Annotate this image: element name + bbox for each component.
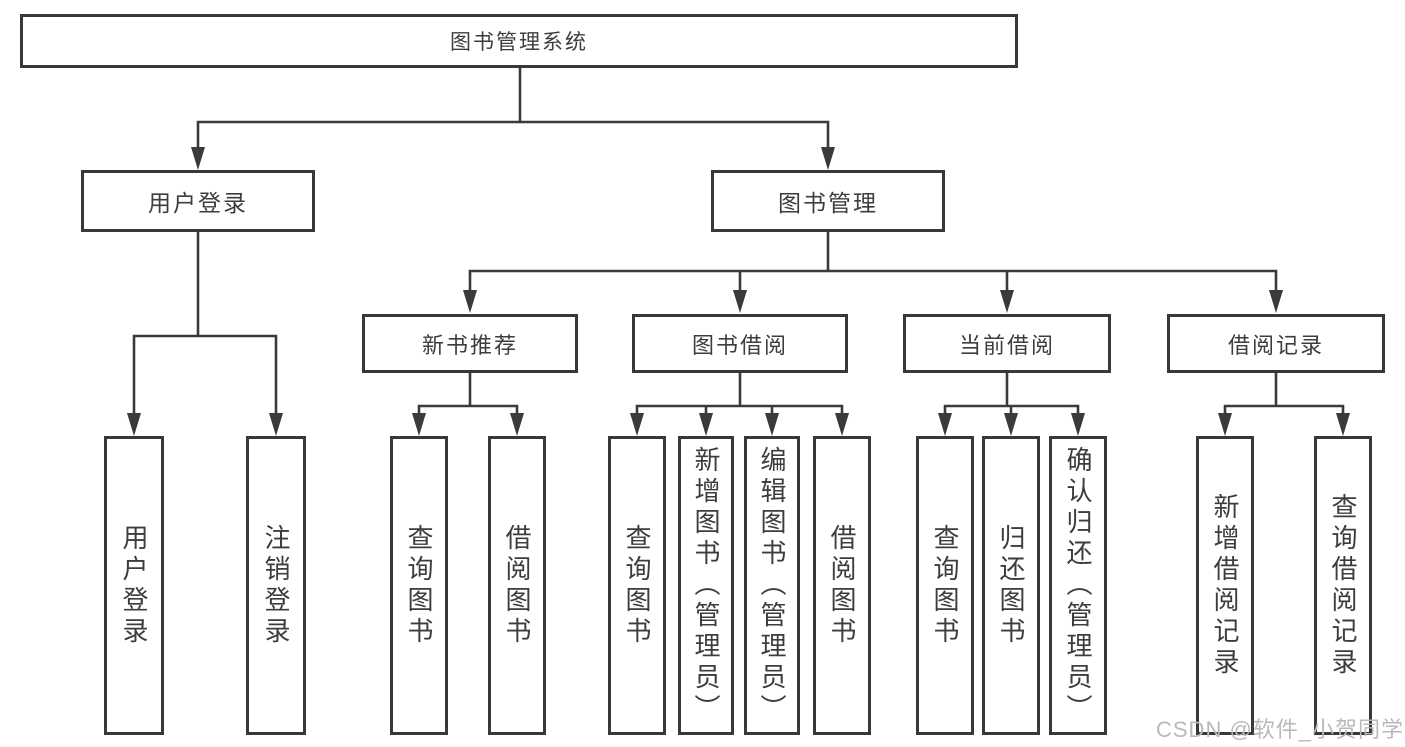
connector-borrowing-records-to-leaves (1218, 371, 1350, 436)
node-label: 查询借阅记录 (1328, 492, 1358, 679)
node-library-management-system: 图书管理系统 (20, 14, 1018, 68)
node-label: 查询图书 (930, 523, 960, 648)
leaf-query-books-recommend: 查询图书 (390, 436, 448, 735)
node-label: 查询图书 (622, 523, 652, 648)
leaf-edit-books-admin: 编辑图书（管理员） (744, 436, 800, 735)
leaf-add-books-admin: 新增图书（管理员） (678, 436, 734, 735)
connector-user-login-to-leaves (127, 230, 283, 436)
connector-current-borrowing-to-leaves (938, 371, 1085, 436)
node-label: 图书管理 (778, 190, 878, 216)
leaf-return-books: 归还图书 (982, 436, 1040, 735)
csdn-watermark: CSDN @软件_小贺同学 (1156, 717, 1405, 742)
connector-book-management-to-level2 (463, 230, 1283, 313)
node-label: 用户登录 (148, 190, 248, 216)
node-label: 图书借阅 (691, 332, 788, 358)
connector-new-book-recommend-to-leaves (412, 371, 524, 436)
leaf-query-books-borrowing: 查询图书 (608, 436, 666, 735)
leaf-borrow-books-recommend: 借阅图书 (488, 436, 546, 735)
node-label: 编辑图书（管理员） (757, 446, 787, 725)
node-current-borrowing: 当前借阅 (903, 314, 1111, 373)
connector-root-to-level1 (191, 66, 835, 170)
node-label: 查询图书 (404, 523, 434, 648)
leaf-user-login: 用户登录 (104, 436, 164, 735)
node-label: 用户登录 (119, 523, 149, 648)
node-label: 借阅图书 (827, 523, 857, 648)
leaf-logout: 注销登录 (246, 436, 306, 735)
node-user-login: 用户登录 (81, 170, 315, 232)
node-book-borrowing: 图书借阅 (632, 314, 848, 373)
node-book-management: 图书管理 (711, 170, 945, 232)
node-label: 借阅图书 (502, 523, 532, 648)
connector-book-borrowing-to-leaves (630, 371, 849, 436)
node-label: 借阅记录 (1227, 332, 1324, 358)
node-borrowing-records: 借阅记录 (1167, 314, 1385, 373)
node-label: 图书管理系统 (450, 31, 588, 54)
node-label: 新增借阅记录 (1210, 492, 1240, 679)
leaf-confirm-return-admin: 确认归还（管理员） (1049, 436, 1107, 735)
node-label: 新增图书（管理员） (691, 446, 721, 725)
leaf-query-books-current: 查询图书 (916, 436, 974, 735)
leaf-query-borrow-record: 查询借阅记录 (1314, 436, 1372, 735)
leaf-add-borrow-record: 新增借阅记录 (1196, 436, 1254, 735)
node-label: 归还图书 (996, 523, 1026, 648)
node-label: 当前借阅 (958, 332, 1055, 358)
node-label: 新书推荐 (421, 332, 518, 358)
leaf-borrow-books: 借阅图书 (813, 436, 871, 735)
node-new-book-recommend: 新书推荐 (362, 314, 578, 373)
node-label: 确认归还（管理员） (1063, 446, 1093, 725)
node-label: 注销登录 (261, 523, 291, 648)
